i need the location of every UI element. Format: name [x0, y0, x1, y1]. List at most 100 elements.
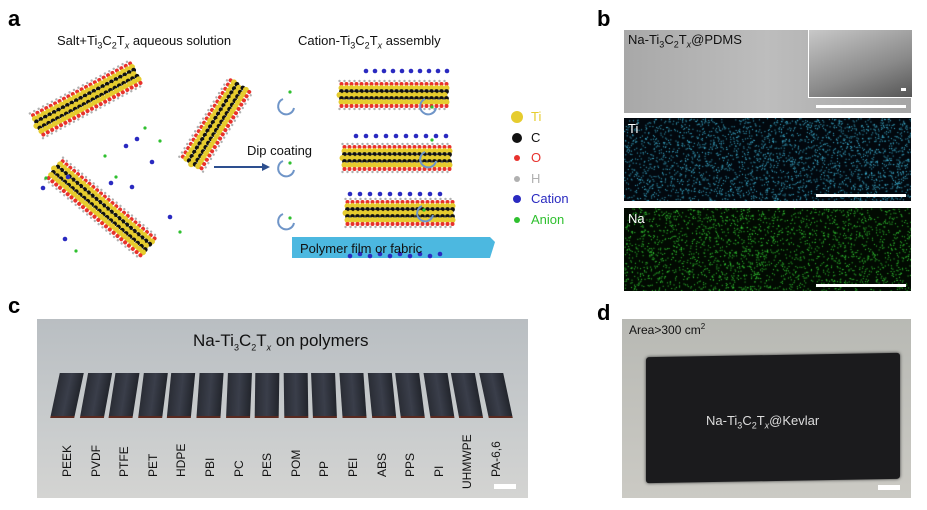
- scale-bar: [878, 485, 900, 490]
- sample-strip: [137, 373, 168, 418]
- cation-ion: [443, 133, 449, 139]
- sample-label: PP: [317, 460, 332, 477]
- sample-strip: [50, 373, 84, 418]
- cation-ion: [62, 236, 68, 242]
- cation-ion: [149, 159, 155, 165]
- arrow-head-icon: [262, 163, 270, 171]
- cation-ion: [40, 185, 46, 191]
- circulation-arrow-icon: [277, 98, 295, 116]
- cation-ion: [423, 133, 429, 139]
- cation-ion: [407, 253, 413, 259]
- cation-ion: [407, 191, 413, 197]
- cation-ion: [357, 251, 363, 257]
- cation-ion: [444, 68, 450, 74]
- mxene-flake: [178, 78, 252, 173]
- cation-ion: [377, 251, 383, 257]
- panel-label-a: a: [8, 6, 21, 31]
- cation-ion: [390, 68, 396, 74]
- eds-map-na: Na: [624, 208, 911, 291]
- sample-strip: [283, 373, 309, 418]
- panel-label-d: d: [597, 300, 611, 325]
- sample-strip: [108, 373, 140, 418]
- na-dots: [624, 208, 911, 291]
- ti-dots: [624, 118, 911, 201]
- cation-ion: [433, 133, 439, 139]
- sample-label: ABS: [374, 452, 389, 477]
- fabric-label: Na-Ti3C2Tx@Kevlar: [706, 413, 820, 431]
- anion-ion: [114, 175, 118, 179]
- cation-ion: [437, 191, 443, 197]
- anion-ion: [422, 208, 426, 212]
- right-title: Cation-Ti3C2Tx assembly: [298, 33, 441, 51]
- legend-label-o: O: [531, 150, 542, 165]
- sample-label: POM: [288, 449, 303, 477]
- cation-ion: [134, 136, 140, 142]
- sample-label: PI: [431, 465, 446, 477]
- mxene-schematic: [28, 60, 495, 259]
- anion-ion: [288, 216, 292, 220]
- sample-strip: [167, 373, 196, 418]
- sample-label: PPS: [403, 452, 418, 477]
- cation-ion: [347, 191, 353, 197]
- sample-label: PC: [231, 460, 246, 477]
- mxene-layer: [336, 79, 450, 111]
- sem-image: Na-Ti3C2Tx@PDMS: [624, 30, 912, 113]
- anion-ion: [44, 176, 48, 180]
- substrate-label: Polymer film or fabric: [300, 241, 423, 256]
- sem-label: Na-Ti3C2Tx@PDMS: [628, 32, 742, 50]
- scale-bar: [816, 284, 906, 287]
- sample-label: PBI: [203, 457, 217, 477]
- circulation-arrow-icon: [416, 205, 434, 223]
- mxene-flake: [28, 60, 143, 140]
- sample-strip: [367, 373, 396, 418]
- scale-bar: [494, 484, 516, 489]
- legend-label-ti: Ti: [531, 109, 542, 124]
- sample-strip: [451, 373, 484, 418]
- sample-label: PES: [260, 452, 275, 477]
- cation-ion: [437, 251, 443, 257]
- cation-ion: [403, 133, 409, 139]
- sample-strip: [479, 373, 513, 418]
- map-label-ti: Ti: [628, 121, 639, 136]
- cation-ion: [435, 68, 441, 74]
- cation-ion: [353, 133, 359, 139]
- circulation-arrow-icon: [277, 160, 295, 178]
- arrow-label: Dip coating: [247, 143, 313, 158]
- sample-label: PET: [145, 453, 160, 477]
- anion-ion: [143, 126, 147, 130]
- cation-ion: [367, 191, 373, 197]
- scale-bar: [816, 194, 906, 197]
- cation-ion: [123, 143, 129, 149]
- sem-inset: [808, 30, 912, 98]
- cation-ion: [408, 68, 414, 74]
- cation-ion: [413, 133, 419, 139]
- sample-strip: [339, 373, 367, 418]
- cation-ion: [129, 184, 135, 190]
- eds-map-ti: Ti: [624, 118, 911, 201]
- cation-ion: [417, 68, 423, 74]
- map-label-na: Na: [628, 211, 645, 226]
- kevlar-photo: Area>300 cm2 Na-Ti3C2Tx@Kevlar: [622, 319, 911, 498]
- sample-label: HDPE: [174, 443, 189, 477]
- cation-ion: [427, 191, 433, 197]
- cation-ion: [372, 68, 378, 74]
- legend-label-cation: Cation: [531, 191, 569, 206]
- cation-ion: [167, 214, 173, 220]
- cation-ion: [363, 68, 369, 74]
- legend-label-h: H: [531, 170, 541, 186]
- anion-ion: [103, 154, 107, 158]
- cation-ion: [426, 68, 432, 74]
- cation-ion: [387, 191, 393, 197]
- cation-ion: [417, 191, 423, 197]
- panel-label-b: b: [597, 6, 611, 31]
- circulation-arrow-icon: [277, 213, 295, 231]
- sample-strip: [254, 373, 280, 418]
- cation-ion: [373, 133, 379, 139]
- mxene-flake: [43, 156, 157, 258]
- cation-ion: [65, 174, 71, 180]
- photo-title: Na-Ti3C2Tx on polymers: [193, 331, 369, 353]
- cation-ion: [397, 251, 403, 257]
- cation-ion: [387, 253, 393, 259]
